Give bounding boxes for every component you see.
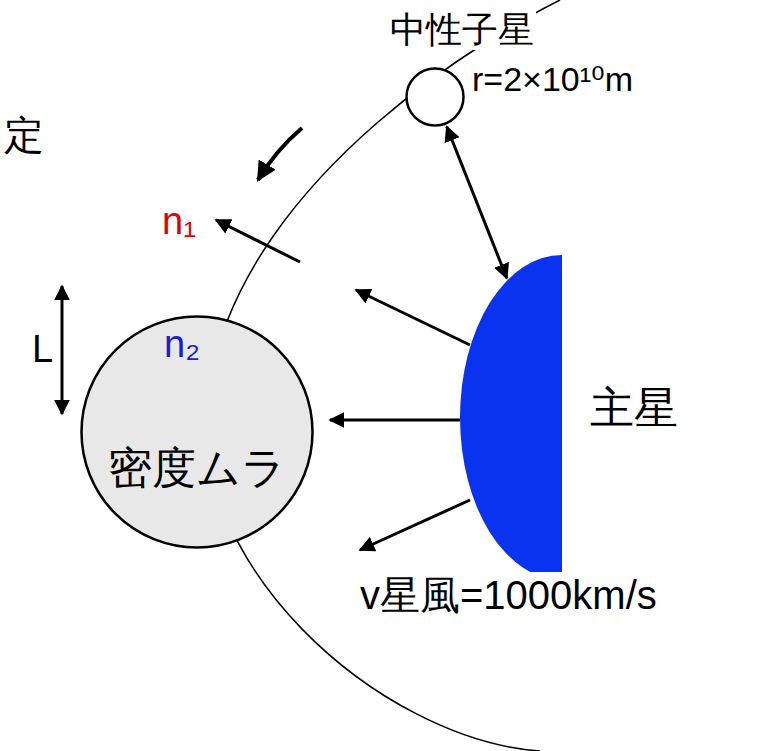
density-symbol: n₂ xyxy=(162,323,202,367)
main-star-outline xyxy=(460,255,562,580)
orbit-direction-arrow xyxy=(258,128,302,180)
wind-arrow xyxy=(360,500,470,550)
main-star-shape xyxy=(460,255,562,580)
wind-arrow xyxy=(216,220,300,262)
distance-label: r=2×10¹⁰m xyxy=(470,60,635,99)
star-name: 主星 xyxy=(588,383,680,434)
neutron-star-outline xyxy=(405,67,465,127)
neutron-star-shape xyxy=(407,69,464,126)
length-arrow xyxy=(61,286,64,414)
cropped-text: 定 xyxy=(2,112,46,158)
star-name: 中性子星 xyxy=(388,9,536,50)
density-clump-shape xyxy=(82,317,313,548)
density-clump: n₂ 密度ムラ xyxy=(80,315,314,549)
neutron-star: 中性子星 xyxy=(405,67,465,127)
wind-arrow xyxy=(330,419,460,422)
wind-speed: v星風=1000km/s xyxy=(358,572,659,618)
distance-arrow xyxy=(447,127,507,278)
wind-arrow xyxy=(356,290,470,345)
main-star: 主星 xyxy=(460,255,562,580)
clump-name: 密度ムラ xyxy=(106,443,288,494)
length-symbol: L xyxy=(30,328,55,372)
flux-symbol: n₁ xyxy=(160,200,198,244)
